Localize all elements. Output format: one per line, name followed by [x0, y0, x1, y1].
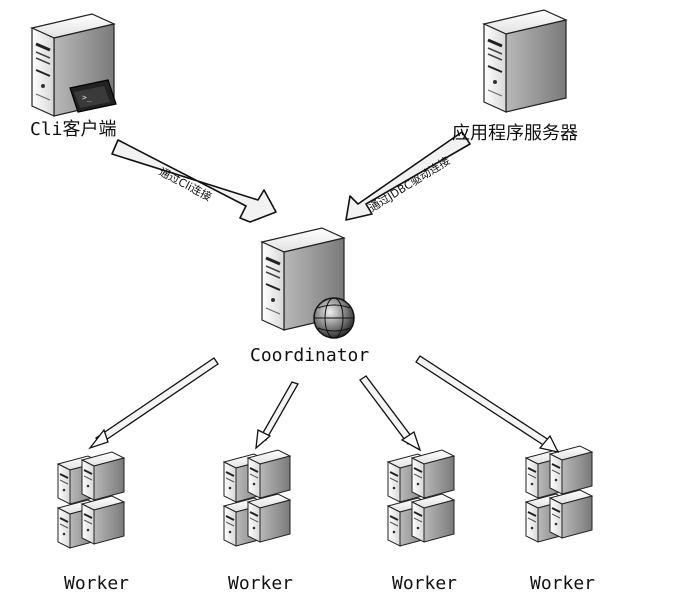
- worker-2-server-rack-icon: [224, 450, 290, 546]
- worker-2-label: Worker: [228, 573, 294, 594]
- coordinator-to-worker-2-arrow: [255, 381, 299, 450]
- cli-to-coordinator-arrow: 通过Cli连接: [111, 139, 277, 223]
- cli-client-server-icon: >_: [30, 12, 117, 118]
- worker-1-label: Worker: [64, 573, 130, 594]
- coordinator-server-icon: [260, 226, 355, 339]
- coordinator-to-worker-3-arrow: [359, 375, 422, 452]
- app-to-coordinator-arrow: 通过JDBC驱动连接: [345, 131, 471, 221]
- jdbc-connection-label: 通过JDBC驱动连接: [367, 154, 453, 214]
- worker-4-label: Worker: [530, 573, 596, 594]
- coordinator-label: Coordinator: [250, 345, 370, 366]
- app-server-label: 应用程序服务器: [452, 123, 578, 144]
- worker-3-server-rack-icon: [388, 450, 454, 546]
- worker-1-server-rack-icon: [58, 452, 124, 548]
- coordinator-to-worker-4-arrow: [415, 355, 560, 453]
- svg-text:>_: >_: [82, 93, 92, 102]
- app-server-icon: [482, 8, 568, 114]
- worker-3-label: Worker: [392, 573, 458, 594]
- terminal-icon: >_: [69, 79, 117, 113]
- coordinator-to-worker-1-arrow: [88, 357, 219, 450]
- worker-4-server-rack-icon: [526, 446, 592, 542]
- globe-icon: [313, 297, 355, 339]
- cli-client-label: Cli客户端: [30, 119, 117, 140]
